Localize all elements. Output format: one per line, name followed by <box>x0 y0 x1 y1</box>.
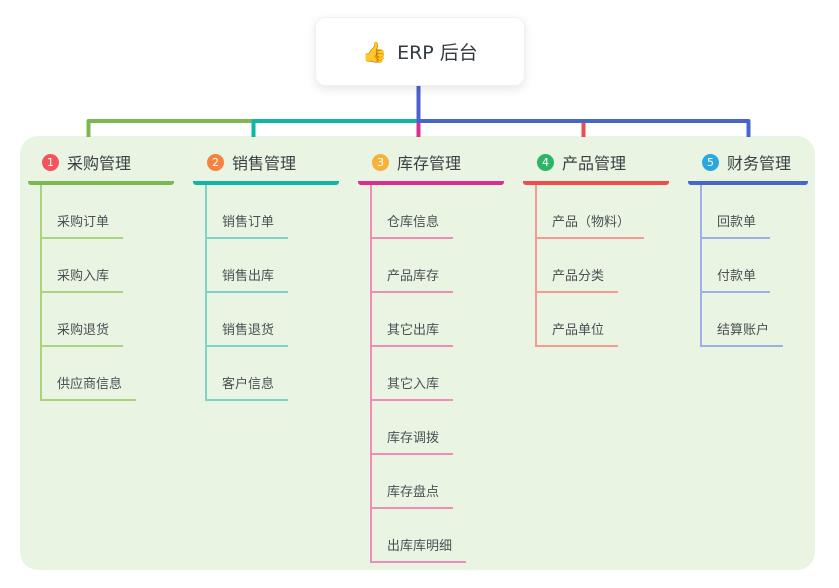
connector-sales <box>251 119 418 137</box>
children-group: 产品（物料） 产品分类产品单位 <box>535 185 645 347</box>
mindmap-child-node[interactable]: 产品库存 <box>372 239 454 293</box>
branch-node: 4 产品管理 产品（物料） 产品分类产品单位 <box>523 150 669 347</box>
branch-node-header[interactable]: 2 销售管理 <box>193 150 339 185</box>
mindmap-child-node[interactable]: 出库库明细 <box>372 509 467 563</box>
branch-node: 5 财务管理 回款单付款单结算账户 <box>688 150 808 347</box>
child-node-label: 产品分类 <box>552 269 605 284</box>
branch-title: 财务管理 <box>727 154 792 173</box>
branch-node-header[interactable]: 1 采购管理 <box>28 150 174 185</box>
mindmap-child-node[interactable]: 仓库信息 <box>372 185 454 239</box>
mindmap-child-node[interactable]: 供应商信息 <box>42 347 137 401</box>
child-node-label: 回款单 <box>717 215 757 230</box>
child-node-label: 采购退货 <box>57 323 110 338</box>
child-node-label: 采购订单 <box>57 215 110 230</box>
connector-finance <box>418 119 751 137</box>
child-node-label: 结算账户 <box>717 323 770 338</box>
child-node-label: 库存调拨 <box>387 431 440 446</box>
branch-title: 产品管理 <box>562 154 627 173</box>
branch-title: 销售管理 <box>232 154 297 173</box>
children-group: 采购订单采购入库采购退货供应商信息 <box>40 185 137 401</box>
mindmap-child-node[interactable]: 其它入库 <box>372 347 454 401</box>
mindmap-child-node[interactable]: 产品分类 <box>537 239 619 293</box>
branch-node-header[interactable]: 4 产品管理 <box>523 150 669 185</box>
mindmap-child-node[interactable]: 客户信息 <box>207 347 289 401</box>
child-node-label: 销售订单 <box>222 215 275 230</box>
mindmap-child-node[interactable]: 付款单 <box>702 239 771 293</box>
branch-number-badge: 1 <box>42 153 59 171</box>
branch-number-badge: 5 <box>702 153 719 171</box>
mindmap-panel <box>20 136 815 570</box>
branch-node-header[interactable]: 5 财务管理 <box>688 150 808 185</box>
mindmap-child-node[interactable]: 库存盘点 <box>372 455 454 509</box>
branch-number-badge: 4 <box>537 153 554 171</box>
branch-number-badge: 2 <box>207 153 224 171</box>
mindmap-child-node[interactable]: 采购入库 <box>42 239 124 293</box>
connector-purchase <box>86 119 253 137</box>
child-node-label: 仓库信息 <box>387 215 440 230</box>
child-node-label: 客户信息 <box>222 377 275 392</box>
children-group: 仓库信息产品库存其它出库其它入库库存调拨库存盘点出库库明细 <box>370 185 467 563</box>
mindmap-child-node[interactable]: 采购订单 <box>42 185 124 239</box>
branch-node: 1 采购管理 采购订单采购入库采购退货供应商信息 <box>28 150 174 401</box>
branch-node-header[interactable]: 3 库存管理 <box>358 150 504 185</box>
mindmap-child-node[interactable]: 销售订单 <box>207 185 289 239</box>
child-node-label: 产品库存 <box>387 269 440 284</box>
mindmap-child-node[interactable]: 结算账户 <box>702 293 784 347</box>
mindmap-child-node[interactable]: 销售出库 <box>207 239 289 293</box>
child-node-label: 销售退货 <box>222 323 275 338</box>
child-node-label: 供应商信息 <box>57 377 123 392</box>
children-group: 销售订单销售出库销售退货客户信息 <box>205 185 289 401</box>
mindmap-child-node[interactable]: 库存调拨 <box>372 401 454 455</box>
root-title: ERP 后台 <box>397 42 478 64</box>
mindmap-child-node[interactable]: 其它出库 <box>372 293 454 347</box>
mindmap-child-node[interactable]: 产品单位 <box>537 293 619 347</box>
root-node[interactable]: 👍 ERP 后台 <box>315 17 525 86</box>
branch-title: 库存管理 <box>397 154 462 173</box>
branch-node: 2 销售管理 销售订单销售出库销售退货客户信息 <box>193 150 339 401</box>
branch-title: 采购管理 <box>67 154 132 173</box>
child-node-label: 付款单 <box>717 269 757 284</box>
mindmap-child-node[interactable]: 产品（物料） <box>537 185 645 239</box>
branch-node: 3 库存管理 仓库信息产品库存其它出库其它入库库存调拨库存盘点出库库明细 <box>358 150 504 563</box>
branch-number-badge: 3 <box>372 153 389 171</box>
mindmap-child-node[interactable]: 回款单 <box>702 185 771 239</box>
child-node-label: 其它出库 <box>387 323 440 338</box>
child-node-label: 其它入库 <box>387 377 440 392</box>
child-node-label: 产品（物料） <box>552 215 631 230</box>
child-node-label: 采购入库 <box>57 269 110 284</box>
children-group: 回款单付款单结算账户 <box>700 185 784 347</box>
child-node-label: 库存盘点 <box>387 485 440 500</box>
child-node-label: 销售出库 <box>222 269 275 284</box>
mindmap-child-node[interactable]: 销售退货 <box>207 293 289 347</box>
thumbs-up-icon: 👍 <box>362 39 388 64</box>
child-node-label: 出库库明细 <box>387 539 453 554</box>
child-node-label: 产品单位 <box>552 323 605 338</box>
mindmap-child-node[interactable]: 采购退货 <box>42 293 124 347</box>
